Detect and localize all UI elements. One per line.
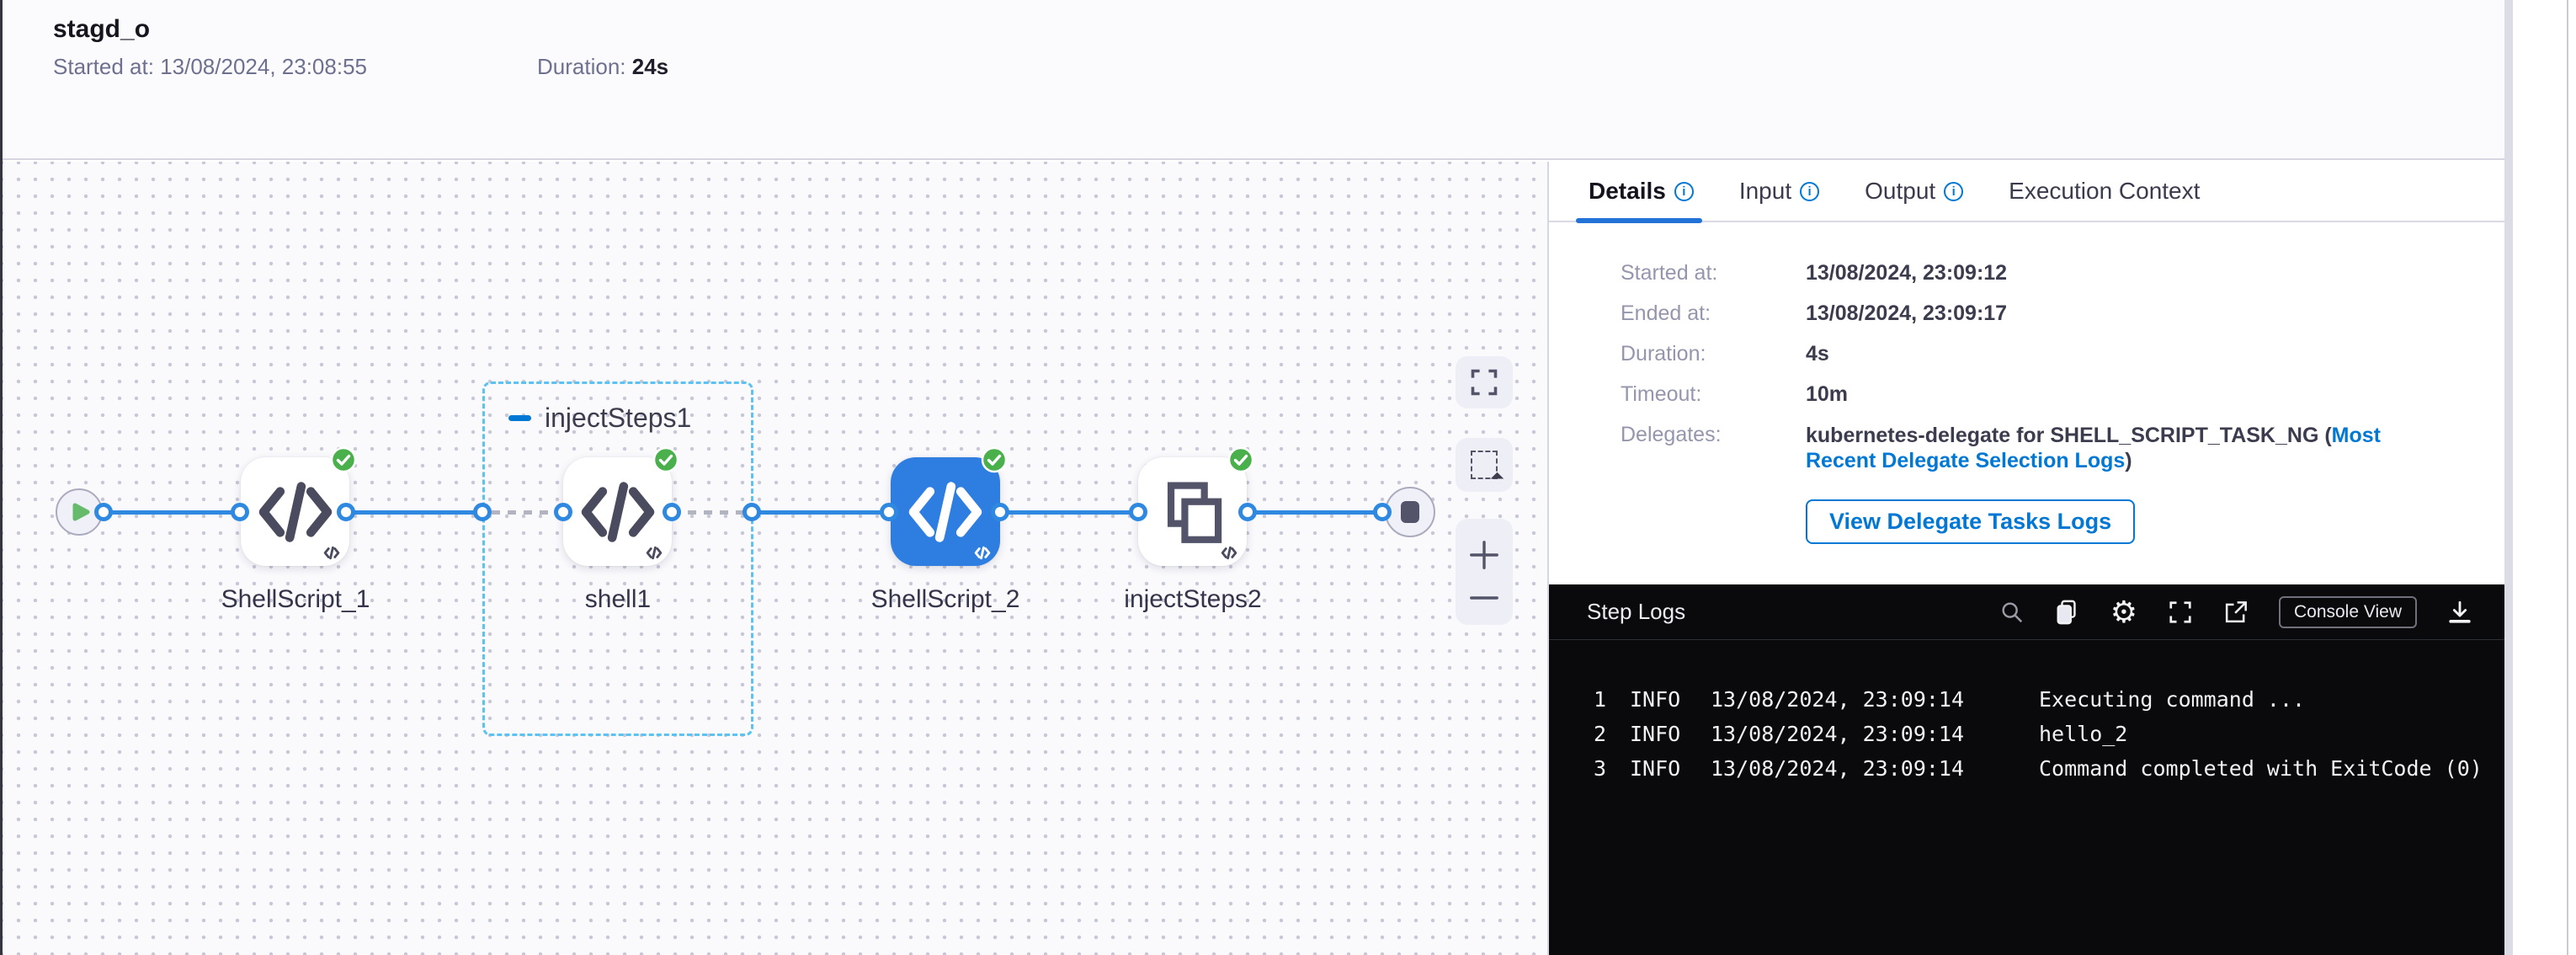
info-icon[interactable]: i <box>1800 181 1820 201</box>
success-check-icon <box>330 446 357 473</box>
node-label-shellscript-2: ShellScript_2 <box>870 585 1020 613</box>
details-tab-bar: Details i Input i Output i Execution Con… <box>1549 161 2504 223</box>
canvas-selection-mode-button[interactable] <box>1456 438 1513 492</box>
code-mini-icon <box>646 546 663 560</box>
delegate-text: kubernetes-delegate for SHELL_SCRIPT_TAS… <box>1806 424 2332 447</box>
port <box>880 503 898 521</box>
step-node-injectsteps2[interactable] <box>1138 446 1254 566</box>
success-check-icon <box>652 446 679 473</box>
code-mini-icon <box>974 546 991 560</box>
port <box>663 503 681 521</box>
copy-steps-icon <box>1167 481 1221 543</box>
info-icon[interactable]: i <box>1944 181 1964 201</box>
zoom-out-button[interactable] <box>1468 591 1500 605</box>
selection-marquee-icon <box>1471 451 1504 486</box>
port <box>554 503 572 521</box>
stop-icon <box>1401 501 1419 523</box>
copy-icon[interactable] <box>2055 599 2080 626</box>
tab-execution-context[interactable]: Execution Context <box>2009 178 2201 204</box>
port <box>1129 503 1147 521</box>
console-view-button[interactable]: Console View <box>2278 595 2417 628</box>
info-icon[interactable]: i <box>1674 181 1694 201</box>
step-logs-title: Step Logs <box>1587 599 1686 624</box>
step-logs-header: Step Logs ⚙ Console View <box>1549 584 2504 640</box>
step-node-shellscript-1[interactable] <box>241 446 357 566</box>
step-node-shell1[interactable] <box>563 446 679 566</box>
port <box>742 503 761 521</box>
details-section: Started at: 13/08/2024, 23:09:12 Ended a… <box>1549 222 2504 544</box>
window-left-edge <box>0 0 3 955</box>
window-right-border <box>2567 0 2568 955</box>
port <box>473 503 492 521</box>
port <box>337 503 355 521</box>
code-icon <box>258 481 332 542</box>
fullscreen-icon <box>1471 369 1498 396</box>
play-icon <box>72 503 90 521</box>
detail-row-timeout: Timeout: 10m <box>1621 382 1849 406</box>
port <box>94 503 113 521</box>
step-logs-toolbar: ⚙ Console View <box>1999 594 2472 629</box>
tab-input[interactable]: Input i <box>1739 161 1820 221</box>
view-delegate-tasks-logs-button[interactable]: View Delegate Tasks Logs <box>1806 499 2136 544</box>
node-label-shell1: shell1 <box>584 585 652 613</box>
port <box>1373 503 1392 521</box>
step-group-header[interactable]: injectSteps1 <box>508 403 691 434</box>
edge-node4-to-end <box>1248 510 1384 515</box>
detail-row-duration: Duration: 4s <box>1621 342 1829 365</box>
code-mini-icon <box>1221 546 1237 560</box>
delegate-selection-logs-link[interactable]: Most Recent Delegate Selection Logs <box>1806 424 2381 472</box>
code-icon <box>908 481 982 542</box>
step-details-panel: Details i Input i Output i Execution Con… <box>1547 162 2504 955</box>
tab-output[interactable]: Output i <box>1865 161 1964 221</box>
success-check-icon <box>981 446 1008 473</box>
step-node-shellscript-2[interactable] <box>891 446 1008 566</box>
step-group-injectsteps1[interactable]: injectSteps1 <box>482 381 753 736</box>
zoom-in-button[interactable] <box>1468 539 1500 571</box>
stage-duration: Duration: 24s <box>537 54 669 79</box>
step-group-label: injectSteps1 <box>545 403 692 433</box>
port <box>1238 503 1257 521</box>
edge-node2-to-groupexit <box>672 510 753 515</box>
edge-node1-to-group <box>346 510 484 515</box>
detail-row-ended: Ended at: 13/08/2024, 23:09:17 <box>1621 301 2008 325</box>
tab-details[interactable]: Details i <box>1576 161 1702 223</box>
port <box>991 503 1009 521</box>
code-mini-icon <box>323 546 340 560</box>
open-in-new-tab-icon[interactable] <box>2223 600 2249 625</box>
code-icon <box>581 481 654 542</box>
expand-fullscreen-icon[interactable] <box>2168 600 2193 625</box>
canvas-zoom-controls <box>1456 519 1513 625</box>
detail-row-delegates: Delegates: kubernetes-delegate for SHELL… <box>1621 423 2381 472</box>
panel-scrollbar[interactable] <box>2504 0 2513 955</box>
step-logs-console: Step Logs ⚙ Console View <box>1549 584 2504 955</box>
download-logs-icon[interactable] <box>2447 600 2472 625</box>
detail-row-started: Started at: 13/08/2024, 23:09:12 <box>1621 261 2008 285</box>
port <box>231 503 249 521</box>
search-icon[interactable] <box>1999 600 2025 625</box>
edge-start-to-node1 <box>104 510 242 515</box>
pipeline-end-node[interactable] <box>1385 487 1435 537</box>
edge-group-to-node2 <box>492 510 565 515</box>
edge-node3-to-node4 <box>1000 510 1140 515</box>
gear-icon[interactable]: ⚙ <box>2110 594 2137 629</box>
stage-header: stagd_o Started at: 13/08/2024, 23:08:55… <box>3 0 2504 160</box>
edge-group-to-node3 <box>752 510 891 515</box>
collapse-group-icon[interactable] <box>508 415 531 421</box>
pipeline-canvas[interactable]: injectSteps1 <box>3 162 1547 955</box>
stage-title: stagd_o <box>53 15 151 43</box>
node-label-shellscript-1: ShellScript_1 <box>221 585 370 613</box>
canvas-fit-view-button[interactable] <box>1456 356 1513 408</box>
stage-started-at: Started at: 13/08/2024, 23:08:55 <box>53 54 367 79</box>
node-label-injectsteps2: injectSteps2 <box>1124 585 1262 613</box>
success-check-icon <box>1227 446 1254 473</box>
